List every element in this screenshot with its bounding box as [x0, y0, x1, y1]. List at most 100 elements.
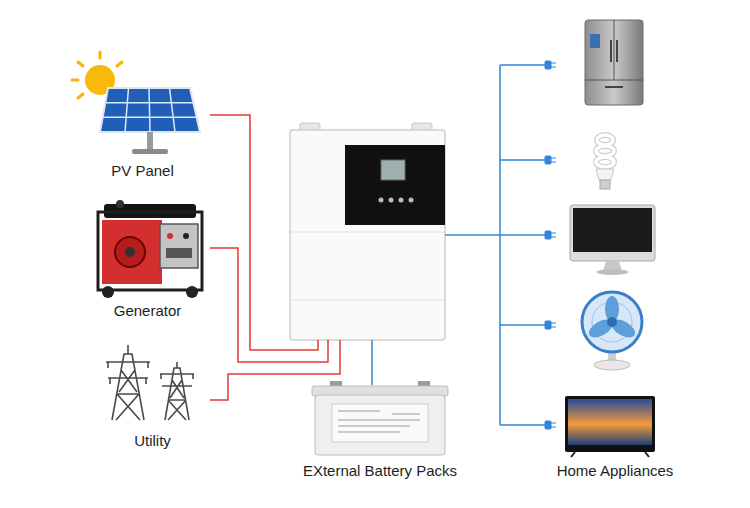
light-bulb-icon	[596, 135, 614, 167]
battery-icon	[338, 426, 410, 427]
generator-icon	[98, 200, 202, 298]
appliance-wiring	[500, 424, 545, 426]
pv-panel-icon	[99, 52, 102, 58]
inverter-icon	[379, 198, 384, 203]
node-caption: Generator	[85, 302, 210, 319]
refrigerator-icon	[590, 34, 600, 48]
pv-panel-icon	[72, 79, 78, 82]
pv-panel-icon	[103, 117, 197, 119]
battery-icon	[332, 404, 428, 442]
pv-panel-icon	[117, 62, 122, 66]
plug-symbol	[545, 156, 556, 164]
generator-icon	[115, 237, 145, 267]
battery-icon	[338, 411, 420, 432]
plug-symbol	[545, 61, 556, 429]
utility-pylon-icon	[106, 345, 194, 420]
plug-symbol	[551, 162, 556, 163]
light-bulb-icon	[596, 135, 614, 167]
generator-node: Generator	[85, 200, 210, 325]
light-bulb-icon	[596, 157, 614, 167]
generator-icon	[116, 200, 124, 208]
battery-icon	[392, 414, 420, 415]
inverter-icon	[399, 198, 404, 203]
light-bulb-icon	[600, 180, 610, 189]
plug-symbol	[551, 327, 556, 328]
power-wire	[371, 340, 373, 385]
plug-symbol	[545, 421, 556, 429]
pv-panel-icon	[125, 88, 129, 132]
refrigerator-icon	[610, 40, 612, 62]
refrigerator-icon	[605, 86, 623, 88]
generator-icon	[98, 212, 202, 290]
battery-icon	[338, 411, 380, 412]
pv-panel-icon	[147, 132, 153, 150]
pv-panel-icon	[105, 102, 193, 104]
appliance-wiring	[500, 64, 545, 66]
inverter-node	[290, 130, 445, 340]
generator-icon	[186, 286, 198, 298]
plug-symbol	[551, 323, 556, 324]
plug-symbol	[545, 156, 551, 164]
inverter-icon	[389, 198, 394, 203]
plug-symbol	[551, 237, 556, 238]
plug-symbol	[551, 158, 556, 159]
refrigerator-icon	[616, 40, 618, 62]
generator-icon	[102, 286, 114, 298]
inverter-icon	[381, 160, 405, 180]
power-wire	[445, 234, 545, 236]
television-icon	[571, 452, 575, 457]
television-icon	[565, 396, 655, 457]
plug-symbol	[545, 231, 551, 239]
power-wire	[210, 248, 328, 362]
generator-icon	[166, 248, 192, 258]
appliance-wiring	[499, 65, 501, 425]
plug-symbol	[545, 321, 556, 329]
battery-node: EXternal Battery Packs	[299, 385, 461, 485]
pv-panel-icon	[72, 52, 200, 154]
pv-panel-icon	[78, 94, 83, 98]
pv-panel-icon	[170, 88, 176, 132]
inverter-icon	[290, 130, 445, 340]
plug-symbol	[551, 63, 556, 64]
power-wire	[210, 115, 318, 350]
pv-panel-icon	[149, 88, 150, 132]
appliance-wiring	[500, 65, 545, 425]
refrigerator-icon	[585, 20, 643, 105]
pv-panel-icon	[132, 149, 168, 154]
refrigerator-icon	[614, 20, 615, 80]
light-bulb-icon	[596, 135, 614, 189]
television-icon	[645, 452, 649, 457]
appliance-wiring	[500, 159, 545, 161]
pv-panel-icon	[78, 62, 83, 66]
inverter-icon	[291, 232, 444, 233]
appliance-wiring	[500, 324, 545, 326]
light-bulb-icon	[596, 146, 614, 156]
generator-icon	[183, 233, 189, 239]
plug-symbol	[545, 231, 556, 239]
fan-icon	[582, 292, 642, 370]
fan-icon	[582, 292, 642, 352]
pv-panel-node: PV Panel	[75, 55, 210, 185]
light-bulb-icon	[597, 135, 613, 145]
monitor-icon	[597, 269, 629, 275]
battery-icon	[338, 420, 420, 421]
power-wire	[210, 340, 340, 400]
inverter-icon	[345, 145, 445, 225]
pv-panel-icon	[103, 88, 197, 132]
appliances-node: Home Appliances	[545, 15, 685, 485]
light-bulb-icon	[596, 146, 614, 156]
monitor-icon	[570, 205, 655, 275]
refrigerator-icon	[585, 20, 643, 105]
battery-icon	[338, 432, 400, 433]
node-caption: Utility	[95, 432, 210, 449]
television-icon	[568, 399, 652, 445]
node-caption: PV Panel	[75, 162, 210, 179]
utility-pylon-icon	[160, 362, 194, 420]
battery-icon	[315, 395, 445, 455]
plug-symbol	[545, 61, 556, 69]
inverter-icon	[291, 300, 444, 301]
plug-symbol	[545, 421, 551, 429]
